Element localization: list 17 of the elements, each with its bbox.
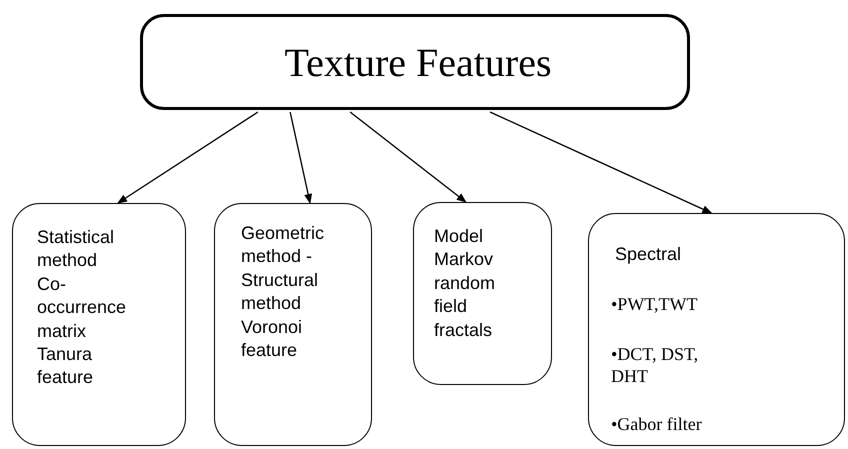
title: Texture Features	[283, 39, 553, 87]
list-item: •PWT,TWT	[611, 294, 698, 316]
arrow	[117, 111, 258, 204]
arrow	[490, 111, 712, 214]
arrow	[290, 112, 312, 204]
arrow	[350, 111, 467, 203]
category-box	[588, 213, 845, 446]
title-box	[140, 14, 690, 110]
box-text: Statistical method Co-occurrence matrix Tanura feature	[37, 226, 128, 390]
box-text: Spectral	[615, 244, 682, 266]
list-item: •Gabor filter	[611, 414, 703, 436]
box-text: Geometric method - Structural method Voronoi feature	[241, 222, 326, 362]
category-box	[413, 202, 552, 385]
category-box	[12, 203, 186, 446]
box-text: Model Markov random field fractals	[434, 225, 496, 342]
category-box	[214, 203, 372, 446]
list-item: •DCT, DST, DHT	[611, 344, 700, 388]
